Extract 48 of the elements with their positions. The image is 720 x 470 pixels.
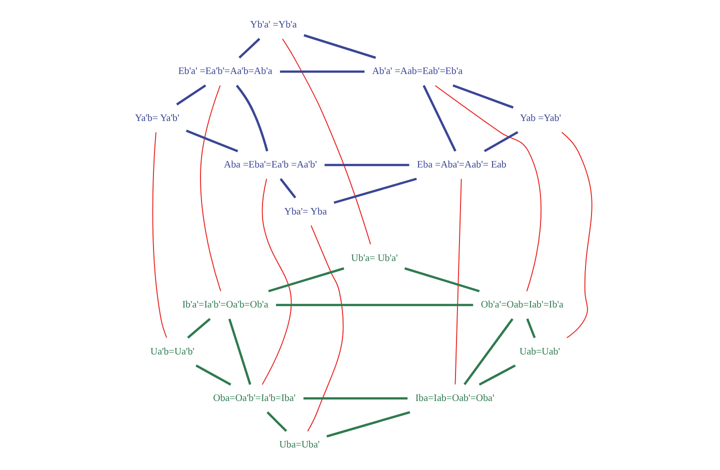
connector	[282, 38, 371, 245]
node-text: Yba'= Yba	[284, 206, 327, 218]
connector	[303, 397, 408, 400]
connector	[326, 411, 410, 438]
node-text: Oba=Oa'b'=Ia'b=Iba'	[213, 392, 296, 404]
connector	[236, 84, 268, 152]
connector	[228, 318, 252, 385]
node-text: Ab'a' =Aab=Eab'=Eb'a	[372, 66, 463, 78]
connector	[187, 318, 211, 339]
connector	[152, 132, 168, 338]
connector	[268, 267, 344, 292]
node-text: Ua'b=Ua'b'	[150, 346, 194, 358]
connector	[200, 85, 222, 292]
node-text: Ub'a= Ub'a'	[351, 252, 398, 264]
node-text: Eb'a' =Ea'b'=Aa'b=Ab'a	[178, 66, 272, 78]
node-text: Ob'a'=Oab=Iab'=Ib'a	[480, 300, 564, 311]
connector	[276, 304, 474, 306]
connector	[196, 364, 232, 386]
node-text: Aba =Eba'=Ea'b =Aa'b'	[224, 160, 317, 171]
connector	[561, 132, 592, 338]
connector	[452, 84, 514, 109]
connector	[304, 34, 376, 59]
connector	[307, 225, 344, 432]
connector	[404, 267, 480, 292]
connector	[280, 70, 364, 73]
connector	[280, 178, 296, 198]
connector	[262, 178, 292, 385]
connector	[454, 178, 462, 385]
node-text: Uba=Uba'	[279, 440, 320, 451]
connector	[422, 85, 456, 152]
connector	[526, 318, 536, 338]
node-text: Uab=Uab'	[520, 346, 560, 358]
node-text: Iba=Iab=Oab'=Oba'	[415, 392, 494, 404]
connector	[434, 85, 542, 292]
node-text: Yb'a' =Yb'a	[250, 20, 297, 31]
connector	[176, 84, 206, 106]
connector	[238, 38, 260, 58]
connector	[464, 318, 514, 386]
connector	[324, 164, 410, 166]
node-text: Ib'a'=Ia'b'=Oa'b=Ob'a	[182, 300, 268, 311]
node-text: Yab =Yab'	[520, 112, 562, 124]
connector	[266, 411, 288, 432]
node-text: Eba =Aba'=Aab'= Eab	[417, 160, 506, 171]
node-text: Ya'b= Ya'b'	[135, 112, 180, 124]
connector	[334, 178, 417, 204]
connector	[484, 131, 518, 152]
connector	[478, 364, 516, 386]
connector	[186, 130, 238, 152]
